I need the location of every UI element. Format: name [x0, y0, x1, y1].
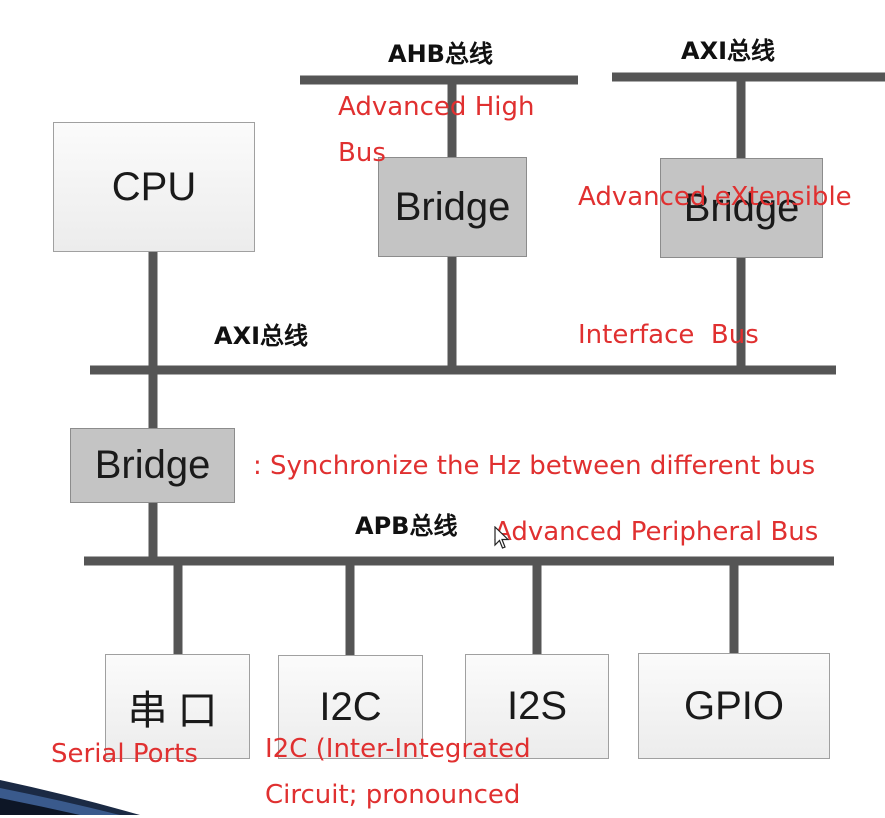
- i2c-annotation: I2C (Inter-Integrated Circuit; pronounce…: [265, 726, 531, 818]
- serial-annotation: Serial Ports: [51, 739, 198, 769]
- ahb-annotation: Advanced High Bus: [338, 84, 534, 176]
- axi-annotation-line-2: Interface Bus: [578, 320, 759, 350]
- i2c-box: I2C: [278, 655, 423, 759]
- axi-annotation: Advanced eXtensible Interface Bus: [578, 82, 852, 404]
- bridge-annotation: : Synchronize the Hz between different b…: [253, 451, 816, 481]
- i2c-annotation-line-2: Circuit; pronounced: [265, 780, 521, 810]
- apb-bridge-label: Bridge: [94, 443, 211, 487]
- cpu-label: CPU: [111, 164, 197, 209]
- ahb-bridge-box: Bridge: [378, 157, 527, 257]
- i2s-label: I2S: [506, 684, 568, 728]
- serial-port-box: 串口: [105, 654, 250, 759]
- cpu-box: CPU: [53, 122, 255, 252]
- axi-bridge-label: Bridge: [683, 185, 800, 230]
- mouse-cursor-icon: [494, 526, 510, 549]
- i2c-label: I2C: [319, 684, 382, 729]
- ahb-bus-label: AHB总线: [388, 40, 493, 68]
- apb-bus-label: APB总线: [355, 512, 458, 540]
- gpio-label: GPIO: [683, 683, 785, 728]
- axi-main-bus-label: AXI总线: [214, 322, 309, 350]
- serial-port-label: 串口: [127, 687, 228, 734]
- ahb-bridge-label: Bridge: [394, 184, 511, 229]
- gpio-box: GPIO: [638, 653, 830, 759]
- i2s-box: I2S: [465, 654, 609, 759]
- apb-bridge-box: Bridge: [70, 428, 235, 503]
- ahb-annotation-line-1: Advanced High: [338, 92, 535, 122]
- ahb-annotation-line-2: Bus: [338, 138, 386, 168]
- axi-annotation-line-1: Advanced eXtensible: [578, 182, 852, 212]
- i2c-annotation-line-1: I2C (Inter-Integrated: [265, 734, 531, 764]
- slide-corner-decoration-icon: [0, 780, 140, 815]
- axi-top-bus-label: AXI总线: [681, 37, 776, 65]
- axi-bridge-box: Bridge: [660, 158, 823, 258]
- apb-annotation: Advanced Peripheral Bus: [494, 517, 819, 547]
